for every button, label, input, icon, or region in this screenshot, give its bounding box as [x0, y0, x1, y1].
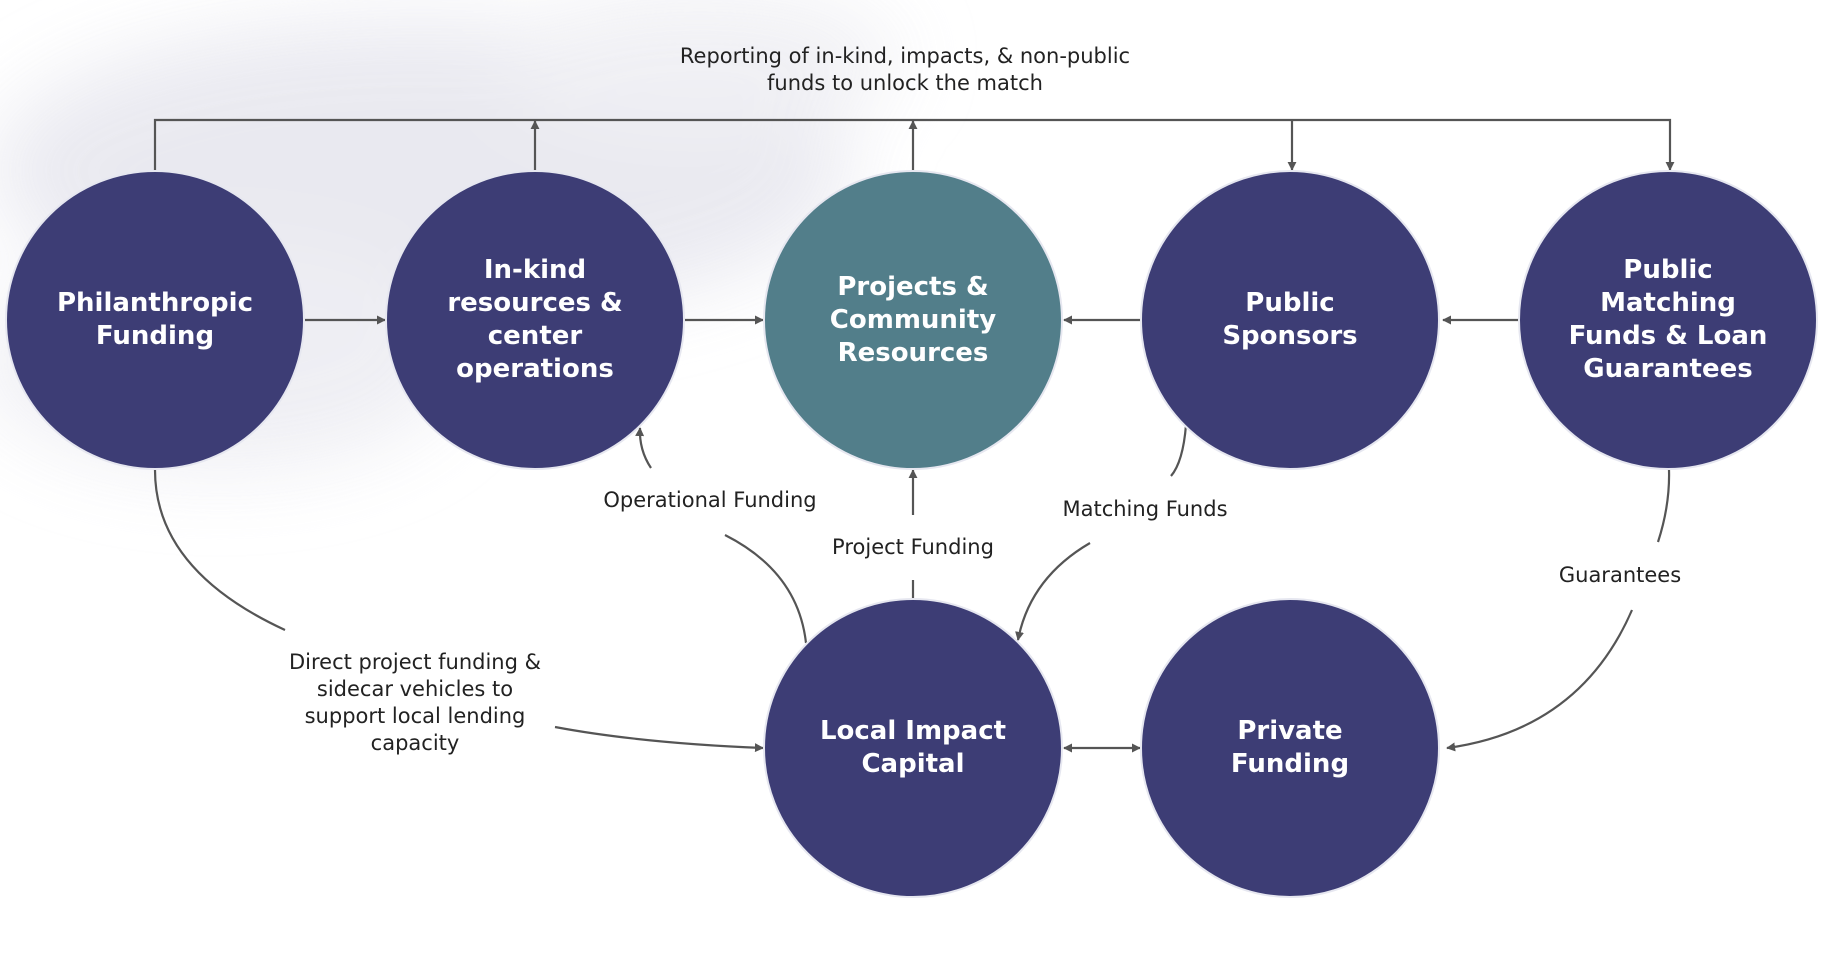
reporting-line	[153, 118, 1675, 172]
node-public-matching-funds: Public Matching Funds & Loan Guarantees	[1518, 170, 1818, 470]
arrow-matching-funds-top	[1170, 424, 1188, 477]
node-projects-community-resources: Projects & Community Resources	[763, 170, 1063, 470]
node-label: Philanthropic Funding	[56, 288, 253, 351]
arrow-direct-top	[153, 469, 286, 631]
label-project-funding: Project Funding	[832, 535, 994, 559]
node-label: In-kind resources & center operations	[447, 255, 623, 384]
label-operational-funding: Operational Funding	[603, 488, 817, 512]
node-philanthropic-funding: Philanthropic Funding	[5, 170, 305, 470]
label-direct-project-funding: Direct project funding & sidecar vehicle…	[289, 650, 541, 755]
node-label: Public Sponsors	[1222, 288, 1358, 351]
node-label: Local Impact Capital	[819, 716, 1007, 779]
arrow-guarantees-bottom	[1446, 609, 1634, 752]
node-public-sponsors: Public Sponsors	[1140, 170, 1440, 470]
node-private-funding: Private Funding	[1140, 598, 1440, 898]
node-inkind-resources: In-kind resources & center operations	[385, 170, 685, 470]
arrow-direct-bottom	[554, 725, 764, 753]
arrow-operational-funding-top	[635, 427, 652, 469]
label-matching-funds: Matching Funds	[1062, 497, 1228, 521]
arrow-guarantees-top	[1656, 469, 1671, 543]
node-label: Public Matching Funds & Loan Guarantees	[1568, 255, 1768, 384]
node-local-impact-capital: Local Impact Capital	[763, 598, 1063, 898]
reporting-note: Reporting of in-kind, impacts, & non-pub…	[679, 44, 1131, 95]
label-guarantees: Guarantees	[1558, 563, 1682, 587]
node-label: Projects & Community Resources	[829, 271, 997, 368]
arrow-matching-funds-bottom	[1015, 542, 1091, 641]
arrow-operational-funding-bottom	[724, 534, 808, 644]
node-label: Private Funding	[1230, 716, 1350, 779]
